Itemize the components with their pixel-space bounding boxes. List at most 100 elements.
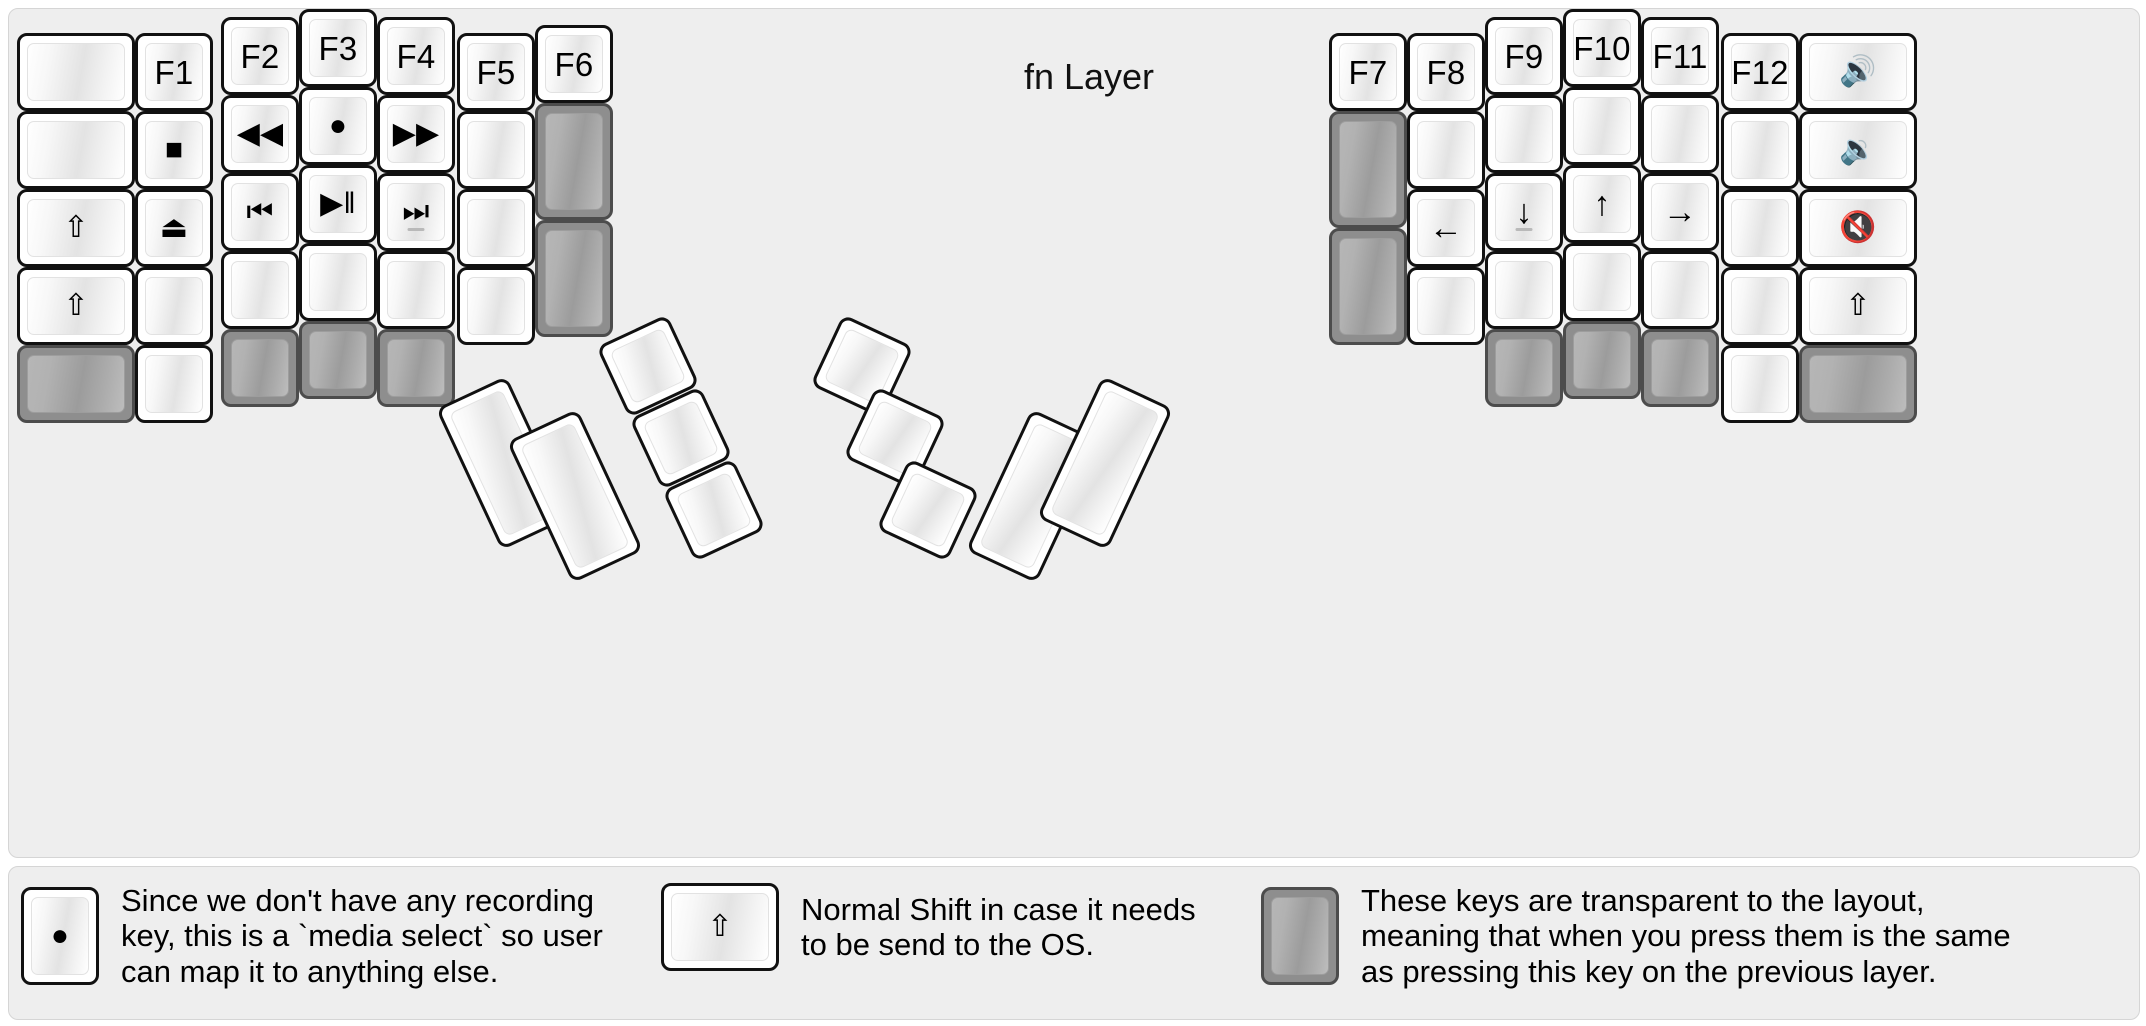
key-f3[interactable]: F3 (299, 9, 377, 87)
key-blank-19[interactable] (1721, 111, 1799, 189)
key-transparent-right-3[interactable] (1641, 329, 1719, 407)
key-blank-10[interactable] (457, 267, 535, 345)
key-volume-up[interactable]: 🔊 (1799, 33, 1917, 111)
key-media-record[interactable]: ● (299, 87, 377, 165)
key-transparent-left-1[interactable] (17, 345, 135, 423)
key-transparent-left-tall-1[interactable] (535, 103, 613, 220)
keycap-face (609, 327, 687, 405)
key-f2[interactable]: F2 (221, 17, 299, 95)
keycap-face: ● (31, 896, 89, 975)
key-arrow-left[interactable]: ← (1407, 189, 1485, 267)
media-eject-icon: ⏏ (159, 211, 189, 244)
key-blank-21[interactable] (1721, 267, 1799, 345)
f5-icon: F5 (476, 53, 516, 91)
keycap-face: ⏮ (231, 183, 289, 241)
key-shift-right[interactable]: ⇧ (1799, 267, 1917, 345)
key-transparent-right-tall-1[interactable] (1329, 111, 1407, 228)
key-volume-down[interactable]: 🔉 (1799, 111, 1917, 189)
key-blank-6[interactable] (299, 243, 377, 321)
keycap-face: ⇧ (1809, 277, 1907, 335)
key-media-prev-track[interactable]: ⏮ (221, 173, 299, 251)
page-title: fn Layer (1023, 56, 1155, 97)
key-blank-4[interactable] (135, 345, 213, 423)
key-blank-9[interactable] (457, 189, 535, 267)
key-media-play-pause[interactable]: ▶‖ (299, 165, 377, 243)
key-arrow-up[interactable]: ↑ (1563, 165, 1641, 243)
key-arrow-down[interactable]: ↓ (1485, 173, 1563, 251)
keycap-face (231, 261, 289, 319)
key-caps-shift[interactable]: ⇧ (17, 189, 135, 267)
legend-normal-shift-swatch: ⇧ (661, 883, 779, 971)
f10-icon: F10 (1573, 29, 1631, 67)
key-blank-2[interactable] (17, 111, 135, 189)
keycap-face: ⇧ (27, 199, 125, 257)
key-blank-3[interactable] (135, 267, 213, 345)
keycap-face (1049, 389, 1161, 537)
key-transparent-left-2[interactable] (221, 329, 299, 407)
key-f9[interactable]: F9 (1485, 17, 1563, 95)
key-transparent-right-1[interactable] (1485, 329, 1563, 407)
key-blank-8[interactable] (457, 111, 535, 189)
keycap-face (467, 277, 525, 335)
keycap-face: ↓ (1495, 183, 1553, 241)
key-blank-22[interactable] (1721, 345, 1799, 423)
key-transparent-right-4[interactable] (1799, 345, 1917, 423)
keycap-face (1339, 238, 1397, 335)
key-blank-16[interactable] (1563, 243, 1641, 321)
keycap-face: ● (309, 97, 367, 155)
key-transparent-right-tall-2[interactable] (1329, 228, 1407, 345)
key-f12[interactable]: F12 (1721, 33, 1799, 111)
key-media-stop[interactable]: ■ (135, 111, 213, 189)
keycap-face (27, 121, 125, 179)
key-blank-12[interactable] (1407, 267, 1485, 345)
media-record-icon: ● (50, 918, 70, 952)
keycap-face: ◀◀ (231, 105, 289, 163)
legend-media-select-text: Since we don't have any recording key, t… (121, 883, 603, 989)
key-blank-7[interactable] (377, 251, 455, 329)
shift-icon: ⇧ (63, 289, 89, 322)
key-arrow-right[interactable]: → (1641, 173, 1719, 251)
key-media-fast-forward[interactable]: ▶▶ (377, 95, 455, 173)
key-f5[interactable]: F5 (457, 33, 535, 111)
keycap-face: F10 (1573, 19, 1631, 77)
key-f7[interactable]: F7 (1329, 33, 1407, 111)
key-shift[interactable]: ⇧ (17, 267, 135, 345)
key-f1[interactable]: F1 (135, 33, 213, 111)
keycap-face (1417, 121, 1475, 179)
key-media-eject[interactable]: ⏏ (135, 189, 213, 267)
keycap-face: → (1651, 183, 1709, 241)
key-f11[interactable]: F11 (1641, 17, 1719, 95)
keycap-face (1573, 97, 1631, 155)
key-f6[interactable]: F6 (535, 25, 613, 103)
key-media-next-track[interactable]: ⏭ (377, 173, 455, 251)
keycap-face (387, 261, 445, 319)
key-blank-11[interactable] (1407, 111, 1485, 189)
key-transparent-left-4[interactable] (377, 329, 455, 407)
key-transparent-left-3[interactable] (299, 321, 377, 399)
key-blank-20[interactable] (1721, 189, 1799, 267)
media-play-pause-icon: ▶‖ (320, 187, 356, 220)
key-media-rewind[interactable]: ◀◀ (221, 95, 299, 173)
key-blank-5[interactable] (221, 251, 299, 329)
keycap-face: ⇧ (27, 277, 125, 335)
key-blank-15[interactable] (1563, 87, 1641, 165)
key-f10[interactable]: F10 (1563, 9, 1641, 87)
keycap-face (27, 355, 125, 413)
key-volume-mute[interactable]: 🔇 (1799, 189, 1917, 267)
keycap-face (545, 113, 603, 210)
key-blank-1[interactable] (17, 33, 135, 111)
key-transparent-left-tall-2[interactable] (535, 220, 613, 337)
key-f8[interactable]: F8 (1407, 33, 1485, 111)
media-fast-forward-icon: ▶▶ (392, 117, 440, 150)
key-blank-14[interactable] (1485, 251, 1563, 329)
key-f4[interactable]: F4 (377, 17, 455, 95)
key-blank-17[interactable] (1641, 95, 1719, 173)
arrow-left-icon: ← (1428, 209, 1464, 247)
key-blank-13[interactable] (1485, 95, 1563, 173)
volume-up-icon: 🔊 (1839, 55, 1877, 88)
key-transparent-right-2[interactable] (1563, 321, 1641, 399)
f4-icon: F4 (396, 37, 436, 75)
keycap-face: ▶▶ (387, 105, 445, 163)
key-blank-18[interactable] (1641, 251, 1719, 329)
